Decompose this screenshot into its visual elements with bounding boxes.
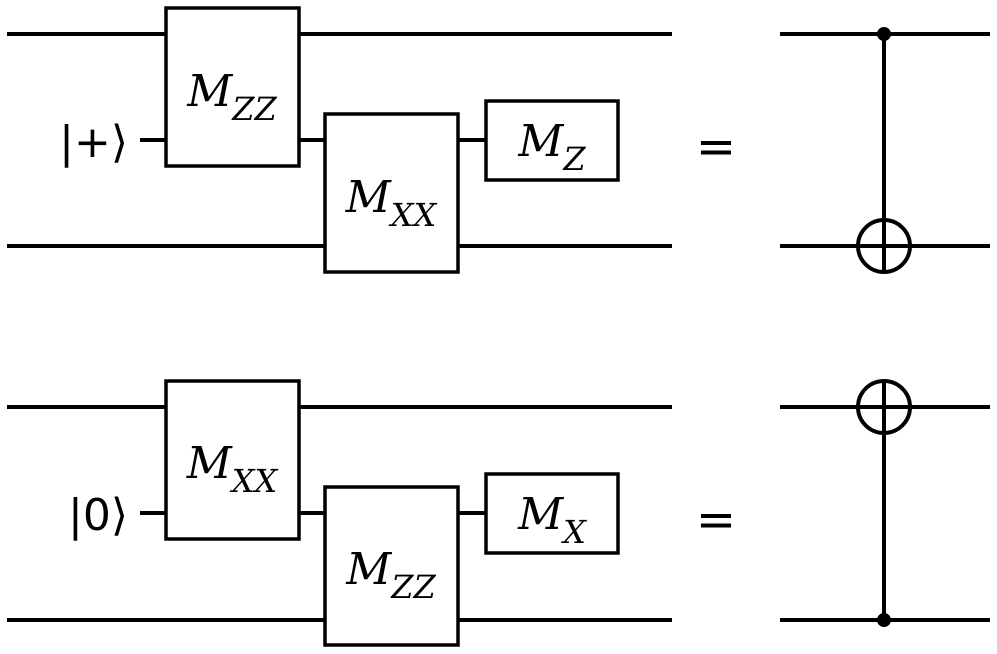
gate-3-subscript: Z [562,140,586,178]
cnot-equivalent [780,379,990,627]
target-circle [856,218,912,274]
gate-3-label: M [517,116,564,167]
input-state: |+⟩ [59,117,128,168]
target-circle [856,379,912,435]
measurement-gate-2 [323,112,460,274]
gate-3-label: M [517,489,564,540]
control-dot [877,27,891,41]
gate-2-label: M [345,544,392,595]
gate-2-label: M [345,172,392,223]
svg-text:MZZ: MZZ [345,544,436,606]
circuit-top: |+⟩ MZZ MXX MZ = [7,6,990,274]
gate-3-subscript: X [560,513,587,551]
gate-1-label: M [186,438,233,489]
gate-2-subscript: ZZ [390,568,436,606]
measurement-gate-3 [484,472,620,555]
measurement-gate-1 [164,379,301,541]
gate-1-label: M [186,66,233,117]
input-state: |0⟩ [68,490,128,541]
svg-text:MXX: MXX [186,438,279,500]
cnot-equivalent [780,27,990,274]
svg-text:MX: MX [517,489,587,551]
svg-text:MZZ: MZZ [186,66,277,128]
gate-1-subscript: ZZ [231,90,277,128]
equals-sign: = [696,492,736,548]
measurement-gate-1 [164,6,301,168]
gate-1-subscript: XX [229,462,279,500]
circuit-bottom: |0⟩ MXX MZZ MX = [7,379,990,647]
svg-text:MXX: MXX [345,172,438,234]
control-dot [877,613,891,627]
measurement-gate-3 [484,99,620,182]
svg-text:MZ: MZ [517,116,586,178]
gate-2-subscript: XX [388,196,438,234]
measurement-gate-2 [323,485,460,647]
equals-sign: = [696,119,736,175]
